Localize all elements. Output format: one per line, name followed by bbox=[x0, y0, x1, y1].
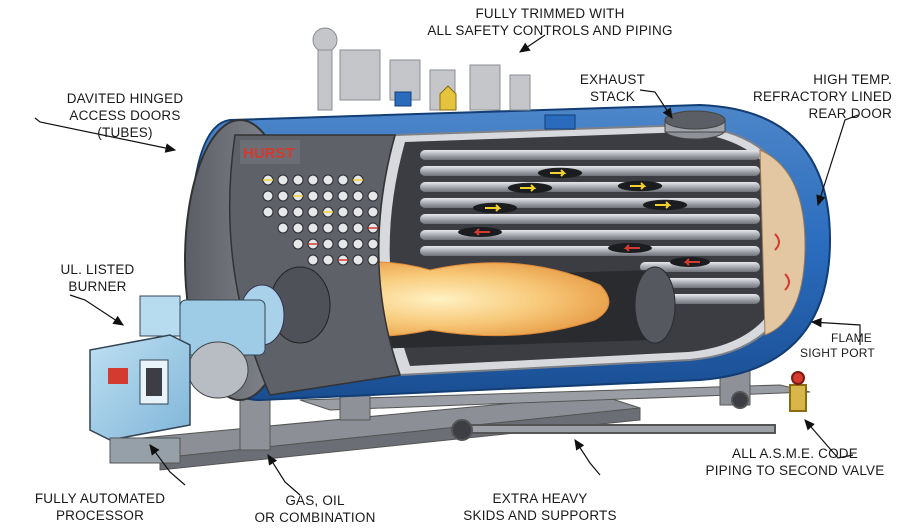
label-line: UL. LISTED bbox=[60, 262, 135, 277]
leader-burner bbox=[69, 294, 125, 326]
label-line: PROCESSOR bbox=[55, 508, 145, 523]
fire-tubes bbox=[420, 150, 760, 304]
label-line: BURNER bbox=[68, 279, 127, 294]
label-line: EXTRA HEAVY bbox=[492, 491, 588, 506]
label-line: SIGHT PORT bbox=[800, 346, 875, 360]
rear-door bbox=[759, 149, 806, 336]
leader-safety bbox=[519, 34, 546, 53]
label-line: STACK bbox=[589, 89, 635, 104]
label-line: (TUBES) bbox=[97, 125, 153, 140]
leader-skids bbox=[574, 438, 601, 476]
label-access-doors: DAVITED HINGED ACCESS DOORS (TUBES) bbox=[55, 90, 195, 141]
label-line: DAVITED HINGED bbox=[66, 91, 184, 106]
leader-asme bbox=[804, 419, 854, 459]
label-line: EXHAUST bbox=[579, 72, 646, 87]
safety-controls bbox=[312, 27, 531, 111]
brand-text: HURST bbox=[243, 145, 295, 162]
burner-assembly bbox=[139, 266, 331, 399]
label-safety-controls: FULLY TRIMMED WITH ALL SAFETY CONTROLS A… bbox=[400, 5, 700, 39]
label-asme-piping: ALL A.S.M.E. CODE PIPING TO SECOND VALVE bbox=[695, 445, 895, 479]
label-processor: FULLY AUTOMATED PROCESSOR bbox=[20, 490, 180, 524]
label-fuel: GAS, OIL OR COMBINATION bbox=[245, 492, 385, 526]
label-rear-door: HIGH TEMP. REFRACTORY LINED REAR DOOR bbox=[740, 71, 892, 122]
label-exhaust-stack: EXHAUST STACK bbox=[575, 71, 650, 105]
label-line: SKIDS AND SUPPORTS bbox=[463, 508, 617, 523]
exhaust-stack bbox=[544, 110, 726, 140]
label-line: REFRACTORY LINED bbox=[753, 89, 892, 104]
label-line: ACCESS DOORS bbox=[69, 108, 181, 123]
processor-box bbox=[89, 334, 191, 464]
label-line: FULLY AUTOMATED bbox=[34, 491, 166, 506]
leader-fuel bbox=[267, 453, 301, 496]
label-line: FLAME bbox=[830, 331, 872, 345]
label-line: ALL SAFETY CONTROLS AND PIPING bbox=[427, 23, 673, 38]
label-line: HIGH TEMP. bbox=[813, 72, 892, 87]
piping bbox=[451, 371, 807, 441]
label-line: REAR DOOR bbox=[808, 106, 892, 121]
leader-sight-port bbox=[810, 317, 861, 345]
label-line: GAS, OIL bbox=[285, 493, 345, 508]
leader-doors bbox=[34, 117, 177, 153]
leader-exhaust bbox=[639, 89, 673, 120]
label-burner: UL. LISTED BURNER bbox=[50, 261, 145, 295]
label-line: OR COMBINATION bbox=[254, 510, 376, 525]
label-line: PIPING TO SECOND VALVE bbox=[705, 463, 885, 478]
label-skids: EXTRA HEAVY SKIDS AND SUPPORTS bbox=[450, 490, 630, 524]
leader-lines bbox=[34, 34, 861, 496]
leader-processor bbox=[149, 444, 186, 486]
label-line: FULLY TRIMMED WITH bbox=[475, 6, 625, 21]
label-sight-port: FLAME SIGHT PORT bbox=[800, 331, 875, 361]
label-line: ALL A.S.M.E. CODE bbox=[732, 446, 858, 461]
leader-rear-door bbox=[816, 114, 859, 207]
